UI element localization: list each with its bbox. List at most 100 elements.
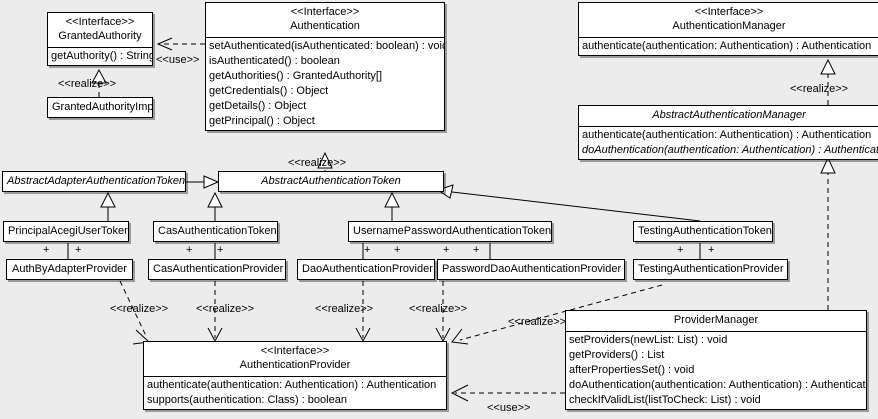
edge-label-realize-abstract-authentication-token: <<realize>>	[288, 157, 347, 169]
class-header: UsernamePasswordAuthenticationToken	[349, 222, 551, 241]
operation: setProviders(newList: List) : void	[569, 334, 728, 346]
class-authentication-provider[interactable]: <<Interface>> AuthenticationProvider aut…	[143, 341, 447, 410]
class-name: AuthenticationManager	[672, 20, 786, 32]
stereotype-interface: <<Interface>>	[290, 6, 360, 18]
class-granted-authority[interactable]: <<Interface>> GrantedAuthority getAuthor…	[47, 12, 153, 66]
association-marker-plus: +	[473, 244, 480, 256]
class-header: AbstractAuthenticationToken	[219, 172, 443, 191]
class-header: AuthByAdapterProvider	[7, 260, 132, 279]
class-principal-acegi-user-token[interactable]: PrincipalAcegiUserToken	[3, 221, 129, 242]
class-name: GrantedAuthority	[58, 30, 142, 42]
association-marker-plus: +	[708, 244, 715, 256]
operation: getDetails() : Object	[209, 100, 307, 112]
class-granted-authority-impl[interactable]: GrantedAuthorityImpl	[47, 97, 153, 118]
operation: checkIfValidList(listToCheck: List) : vo…	[569, 394, 761, 406]
operation: doAuthentication(authentication: Authent…	[569, 379, 867, 391]
class-authentication-manager[interactable]: <<Interface>> AuthenticationManager auth…	[578, 2, 878, 56]
stereotype-interface: <<Interface>>	[694, 6, 764, 18]
class-header: AbstractAuthenticationManager	[579, 106, 878, 126]
class-header: AbstractAdapterAuthenticationToken	[3, 172, 185, 191]
edge-label-realize-granted-authority-impl: <<realize>>	[58, 78, 117, 90]
operation: doAuthentication(authentication: Authent…	[582, 144, 878, 156]
operation: getAuthorities() : GrantedAuthority[]	[209, 70, 383, 82]
stereotype-interface: <<Interface>>	[260, 345, 330, 357]
association-marker-plus: +	[364, 244, 371, 256]
class-name: DaoAuthenticationProvider	[302, 263, 433, 275]
class-abstract-adapter-authentication-token[interactable]: AbstractAdapterAuthenticationToken	[2, 171, 186, 192]
class-name: AbstractAuthenticationManager	[652, 109, 806, 121]
class-name: PrincipalAcegiUserToken	[8, 225, 129, 237]
class-header: GrantedAuthorityImpl	[48, 98, 152, 117]
class-authentication[interactable]: <<Interface>> Authentication setAuthenti…	[205, 2, 445, 131]
operations-compartment: getAuthority() : String	[48, 47, 152, 65]
class-name: AbstractAdapterAuthenticationToken	[7, 175, 186, 187]
class-header: DaoAuthenticationProvider	[298, 260, 434, 279]
class-password-dao-authentication-provider[interactable]: PasswordDaoAuthenticationProvider	[437, 259, 625, 280]
operations-compartment: authenticate(authentication: Authenticat…	[579, 37, 878, 55]
class-name: AuthByAdapterProvider	[12, 263, 127, 275]
operation: authenticate(authentication: Authenticat…	[582, 40, 872, 52]
class-cas-authentication-token[interactable]: CasAuthenticationToken	[153, 221, 278, 242]
class-name: Authentication	[290, 20, 360, 32]
stereotype-interface: <<Interface>>	[65, 16, 135, 28]
operation: getPrincipal() : Object	[209, 115, 315, 127]
class-header: ProviderManager	[566, 311, 866, 331]
association-marker-plus: +	[186, 244, 193, 256]
class-dao-authentication-provider[interactable]: DaoAuthenticationProvider	[297, 259, 435, 280]
operations-compartment: authenticate(authentication: Authenticat…	[144, 376, 446, 409]
class-name: GrantedAuthorityImpl	[52, 101, 153, 113]
operation: setAuthenticated(isAuthenticated: boolea…	[209, 40, 445, 52]
class-auth-by-adapter-provider[interactable]: AuthByAdapterProvider	[6, 259, 133, 280]
class-name: TestingAuthenticationToken	[638, 225, 772, 237]
class-testing-authentication-token[interactable]: TestingAuthenticationToken	[633, 221, 773, 242]
association-marker-plus: +	[75, 244, 82, 256]
class-username-password-authentication-token[interactable]: UsernamePasswordAuthenticationToken	[348, 221, 552, 242]
class-abstract-authentication-token[interactable]: AbstractAuthenticationToken	[218, 171, 444, 192]
class-header: <<Interface>> Authentication	[206, 3, 444, 37]
class-name: CasAuthenticationToken	[158, 225, 277, 237]
class-name: UsernamePasswordAuthenticationToken	[353, 225, 552, 237]
class-header: PrincipalAcegiUserToken	[4, 222, 128, 241]
association-marker-plus: +	[394, 244, 401, 256]
class-provider-manager[interactable]: ProviderManager setProviders(newList: Li…	[565, 310, 867, 410]
class-header: TestingAuthenticationToken	[634, 222, 772, 241]
class-name: AuthenticationProvider	[239, 359, 351, 371]
operation: afterPropertiesSet() : void	[569, 364, 695, 376]
edge-label-use-provider-manager: <<use>>	[487, 402, 531, 414]
class-abstract-authentication-manager[interactable]: AbstractAuthenticationManager authentica…	[578, 105, 878, 160]
class-name: TestingAuthenticationProvider	[638, 263, 784, 275]
class-name: PasswordDaoAuthenticationProvider	[442, 263, 622, 275]
operations-compartment: setAuthenticated(isAuthenticated: boolea…	[206, 37, 444, 130]
operation: getProviders() : List	[569, 349, 665, 361]
operation: authenticate(authentication: Authenticat…	[582, 129, 872, 141]
edge-label-realize-cas-authentication-provider: <<realize>>	[196, 303, 255, 315]
class-header: PasswordDaoAuthenticationProvider	[438, 260, 624, 279]
class-name: CasAuthenticationProvider	[153, 263, 284, 275]
class-header: CasAuthenticationToken	[154, 222, 277, 241]
operation: getAuthority() : String	[51, 50, 153, 62]
association-marker-plus: +	[677, 244, 684, 256]
edge-label-realize-testing-authentication-provider: <<realize>>	[508, 316, 567, 328]
edge-label-realize-auth-by-adapter-provider: <<realize>>	[110, 303, 169, 315]
class-cas-authentication-provider[interactable]: CasAuthenticationProvider	[148, 259, 286, 280]
operation: supports(authentication: Class) : boolea…	[147, 394, 347, 406]
class-header: <<Interface>> AuthenticationManager	[579, 3, 878, 37]
association-marker-plus: +	[217, 244, 224, 256]
class-header: <<Interface>> AuthenticationProvider	[144, 342, 446, 376]
edge-label-realize-abstract-authentication-manager: <<realize>>	[790, 83, 849, 95]
class-header: CasAuthenticationProvider	[149, 260, 285, 279]
operations-compartment: authenticate(authentication: Authenticat…	[579, 126, 878, 159]
class-testing-authentication-provider[interactable]: TestingAuthenticationProvider	[633, 259, 788, 280]
operation: getCredentials() : Object	[209, 85, 329, 97]
operations-compartment: setProviders(newList: List) : void getPr…	[566, 331, 866, 409]
class-header: <<Interface>> GrantedAuthority	[48, 13, 152, 47]
association-marker-plus: +	[43, 244, 50, 256]
edge-label-realize-password-dao-authentication-provider: <<realize>>	[409, 303, 468, 315]
association-marker-plus: +	[443, 244, 450, 256]
edge-label-use-granted-authority: <<use>>	[156, 54, 200, 66]
operation: isAuthenticated() : boolean	[209, 55, 340, 67]
class-header: TestingAuthenticationProvider	[634, 260, 787, 279]
class-name: AbstractAuthenticationToken	[261, 175, 401, 187]
operation: authenticate(authentication: Authenticat…	[147, 379, 437, 391]
